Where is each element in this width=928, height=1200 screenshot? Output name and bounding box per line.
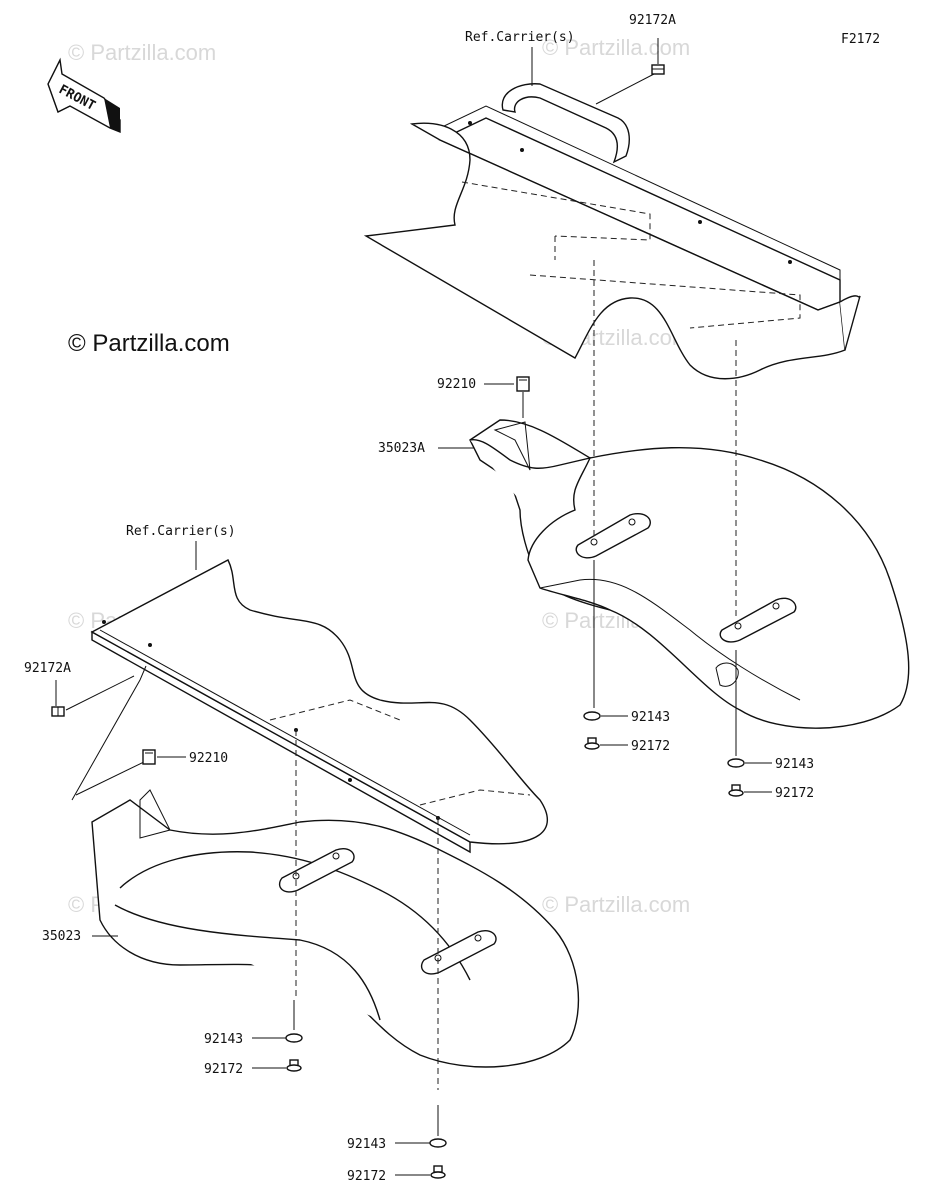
label-92172-r1: 92172: [631, 739, 670, 754]
label-92143-l1: 92143: [204, 1032, 243, 1047]
washer-92143-r1-icon: [583, 711, 601, 721]
clip-92210-bottom-icon: [142, 749, 156, 765]
carrier-panel-bottom: [90, 559, 549, 845]
leader-line: [75, 759, 149, 796]
fender-35023a-inner: [469, 438, 611, 611]
watermark: © Partzilla.com: [68, 40, 216, 65]
washer-92143-l2-icon: [429, 1138, 447, 1148]
slot-top-left: [575, 513, 651, 559]
label-92172a-top: 92172A: [629, 13, 676, 28]
carrier-panel-edge: [839, 295, 861, 351]
label-ref-carrier-top: Ref.Carrier(s): [465, 30, 575, 45]
label-92172-l2: 92172: [347, 1169, 386, 1184]
label-92210-bottom: 92210: [189, 751, 228, 766]
washer-92143-l1-icon: [285, 1033, 303, 1043]
screw-92172-l2-icon: [430, 1165, 446, 1179]
figure-code: F2172: [841, 32, 880, 47]
label-92172-l1: 92172: [204, 1062, 243, 1077]
leader-line: [71, 665, 147, 801]
bolt-92172a-left-icon: [51, 706, 65, 717]
label-92172a-left: 92172A: [24, 661, 71, 676]
fender-reflector: [715, 662, 739, 687]
bolt-92172a-top-icon: [651, 64, 665, 75]
copyright-text: © Partzilla.com: [68, 330, 230, 357]
label-35023a: 35023A: [378, 441, 425, 456]
rail-edge: [99, 629, 471, 836]
slot-bottom-left: [278, 848, 355, 893]
rail-hole: [348, 778, 352, 782]
fender-contour: [539, 578, 801, 701]
slot-bottom-right: [420, 930, 497, 975]
screw-92172-r2-icon: [728, 784, 744, 797]
label-92143-r2: 92143: [775, 757, 814, 772]
label-92143-l2: 92143: [347, 1137, 386, 1152]
carrier-panel-top: [363, 122, 846, 380]
screw-92172-l1-icon: [286, 1059, 302, 1072]
bracket-35023a: [493, 421, 531, 471]
clip-92210-top-icon: [516, 376, 530, 392]
fender-35023-side: [114, 904, 381, 1021]
hidden-line: [269, 699, 531, 806]
bracket-35023: [139, 789, 171, 839]
label-35023: 35023: [42, 929, 81, 944]
slot-top-right: [719, 597, 797, 643]
washer-92143-r2-icon: [727, 758, 745, 768]
leader-line: [65, 675, 135, 711]
label-92210-top: 92210: [437, 377, 476, 392]
label-92143-r1: 92143: [631, 710, 670, 725]
label-92172-r2: 92172: [775, 786, 814, 801]
rail-hole: [102, 620, 106, 624]
front-arrow-icon: FRONT: [47, 57, 121, 134]
screw-92172-r1-icon: [584, 737, 600, 750]
watermark: © Partzilla.com: [542, 892, 690, 917]
rail-hole: [148, 643, 152, 647]
watermark: © Partzilla.com: [542, 35, 690, 60]
hidden-line: [461, 181, 801, 329]
leader-line: [595, 73, 655, 105]
label-ref-carrier-bottom: Ref.Carrier(s): [126, 524, 236, 539]
